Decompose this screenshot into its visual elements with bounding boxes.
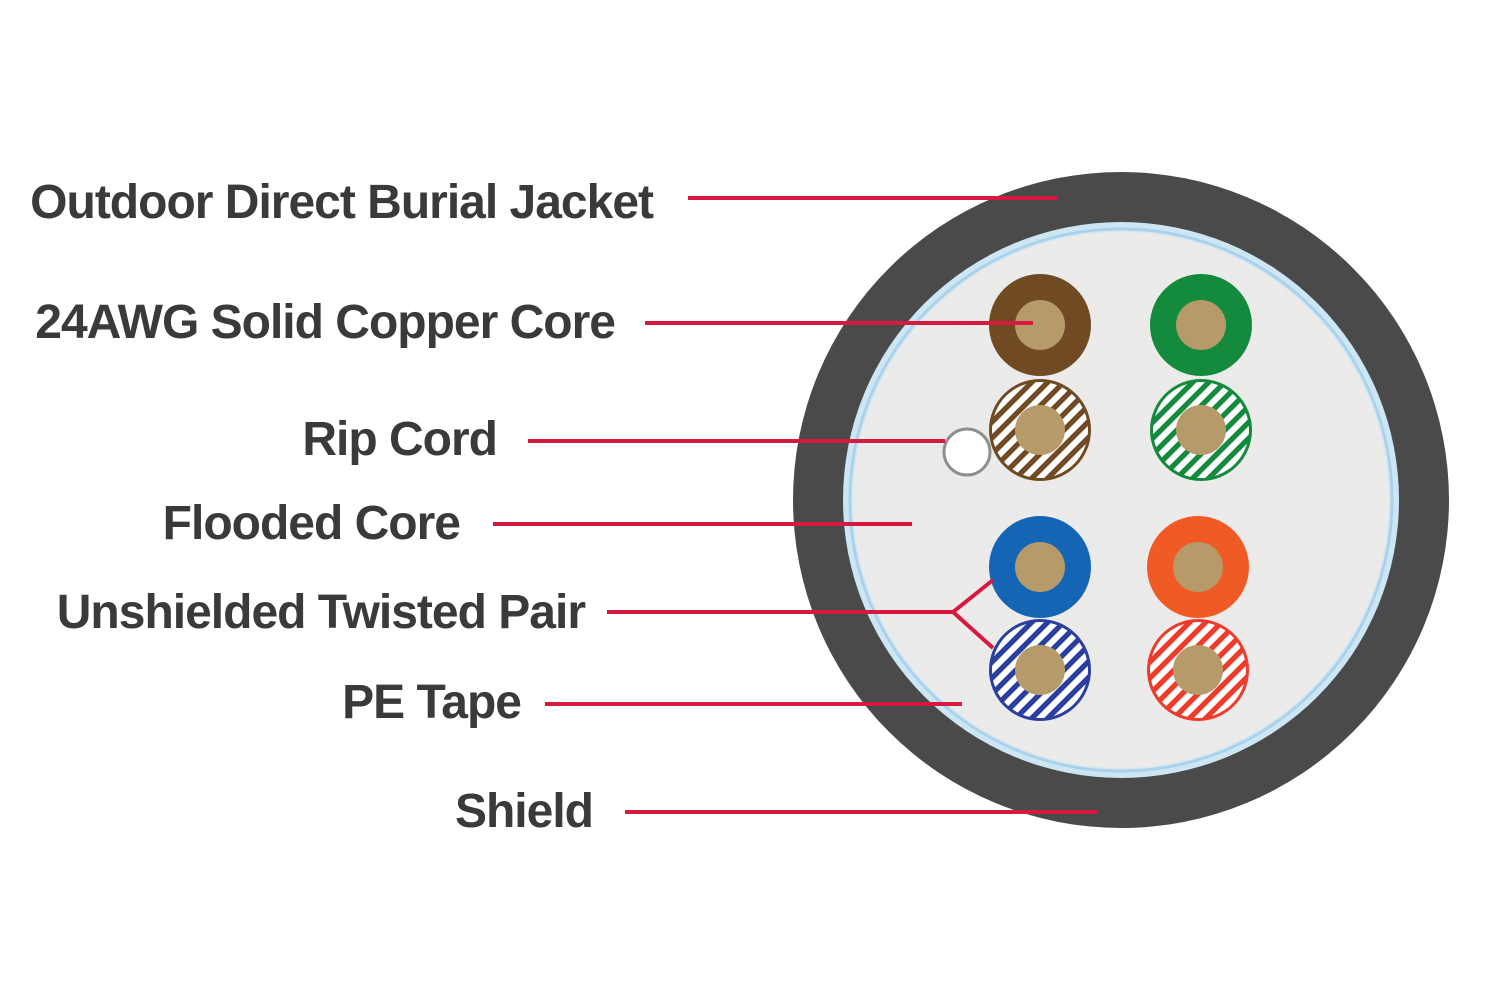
rip-cord-strand <box>942 427 992 477</box>
stripe <box>1015 382 1088 478</box>
pe-tape-inner-edge <box>848 227 1394 773</box>
label-flooded-core: Flooded Core <box>163 497 461 550</box>
copper-blue-white <box>1015 645 1065 695</box>
stripe <box>1015 622 1088 718</box>
conductor-group <box>989 274 1252 721</box>
label-unshielded-twisted-pair: Unshielded Twisted Pair <box>57 586 586 639</box>
stripe <box>1153 382 1226 478</box>
copper-brown-white <box>1015 405 1065 455</box>
copper-green <box>1176 300 1226 350</box>
stripe <box>992 382 1065 478</box>
copper-orange-white <box>1173 645 1223 695</box>
conductor-green <box>1150 274 1252 376</box>
label-outdoor-direct-burial-jacket: Outdoor Direct Burial Jacket <box>30 176 654 229</box>
stripe <box>1150 622 1223 718</box>
conductor-orange <box>1147 516 1249 618</box>
stripe <box>1173 622 1246 718</box>
label-24awg-solid-copper-core: 24AWG Solid Copper Core <box>35 296 615 349</box>
flooded-core-texture <box>851 230 1391 770</box>
label-shield: Shield <box>455 785 593 838</box>
copper-green-white <box>1176 405 1226 455</box>
conductor-brown <box>989 274 1091 376</box>
leader-lines <box>493 196 1097 814</box>
leader-unshielded-twisted-pair-branch <box>951 610 995 650</box>
callout-labels: Outdoor Direct Burial Jacket 24AWG Solid… <box>30 176 655 838</box>
stripe <box>1176 382 1249 478</box>
copper-orange <box>1173 542 1223 592</box>
label-pe-tape: PE Tape <box>342 676 521 729</box>
stripe <box>992 622 1065 718</box>
copper-brown <box>1015 300 1065 350</box>
conductor-blue <box>989 516 1091 618</box>
copper-blue <box>1015 542 1065 592</box>
label-rip-cord: Rip Cord <box>302 413 497 466</box>
